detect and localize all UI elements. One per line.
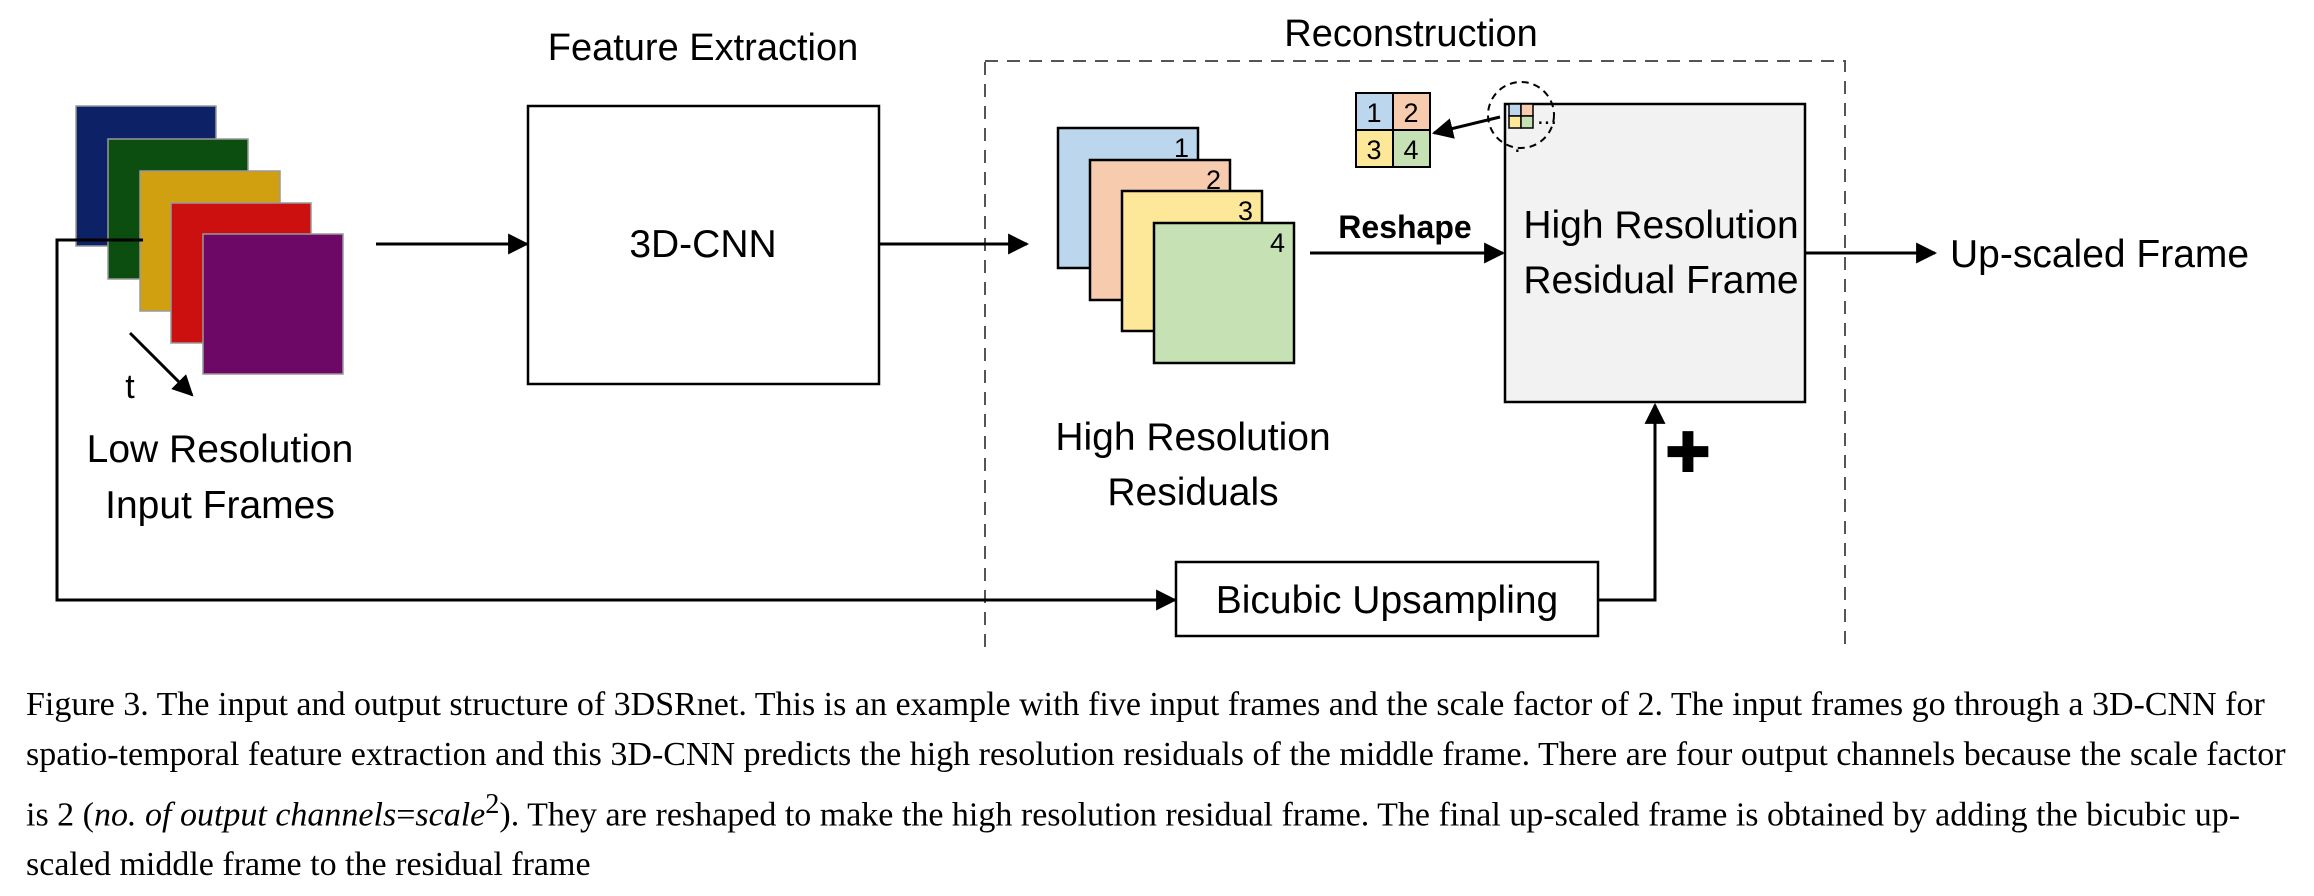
residual-frame-label-line2: Residual Frame <box>1523 259 1798 302</box>
caption-part1: Figure 3. The input and output structure… <box>26 686 2286 834</box>
pixel-cell-1-label: 1 <box>1366 98 1381 128</box>
pixel-cell-4 <box>1392 129 1431 168</box>
reconstruction-title: Reconstruction <box>1284 13 1537 55</box>
caption-part2: ). They are reshaped to make the high re… <box>26 796 2241 884</box>
residual-channel-3-label: 3 <box>1238 196 1253 226</box>
reshape-label: Reshape <box>1338 209 1471 245</box>
time-label: t <box>125 368 135 406</box>
bicubic-box <box>1174 560 1600 638</box>
mini-cell-4 <box>1520 115 1534 129</box>
caption-formula-exp: 2 <box>485 789 500 820</box>
mini-cell-2 <box>1520 103 1534 117</box>
residual-frame-label-line1: High Resolution <box>1523 204 1798 247</box>
mini-pixel-grid <box>1508 103 1534 129</box>
residuals-stack: 1 2 3 4 <box>1056 126 1296 365</box>
mini-cell-1 <box>1508 103 1522 117</box>
plus-icon: ✚ <box>1665 421 1712 484</box>
input-frame-5 <box>202 233 344 375</box>
residual-channel-4 <box>1152 221 1296 365</box>
time-arrow <box>128 331 194 397</box>
output-label: Up-scaled Frame <box>1950 233 2249 276</box>
grid-continuation-dots: ... <box>1537 103 1557 130</box>
caption-formula-eq: = <box>396 796 416 834</box>
input-frames-label-line2: Input Frames <box>105 484 335 527</box>
caption-formula-rhs: scale <box>415 796 486 834</box>
input-frames-label-line1: Low Resolution <box>87 428 354 471</box>
residual-channel-2-label: 2 <box>1206 165 1221 195</box>
pixel-cell-3-label: 3 <box>1366 135 1381 165</box>
pixel-cell-2-label: 2 <box>1403 98 1418 128</box>
residuals-label-line1: High Resolution <box>1055 416 1330 459</box>
residual-channel-4-label: 4 <box>1270 228 1285 258</box>
pixel-grid: 1 2 3 4 <box>1355 92 1431 168</box>
zoom-arrow <box>1431 115 1501 139</box>
zoom-circle <box>1487 81 1555 149</box>
arrow-bicubic-to-residual-frame <box>1598 402 1666 602</box>
caption-formula-lhs: no. of output channels <box>94 796 397 834</box>
skip-connection-path <box>55 238 1178 611</box>
residuals-label-line2: Residuals <box>1107 471 1278 514</box>
grid-continuation-dot-below: . <box>1514 131 1521 158</box>
architecture-diagram: Reconstruction t Low Resolution Input Fr… <box>55 13 2249 650</box>
mini-cell-3 <box>1508 115 1522 129</box>
bicubic-label: Bicubic Upsampling <box>1216 579 1559 622</box>
residual-frame-box <box>1503 102 1807 404</box>
residual-channel-1-label: 1 <box>1174 133 1189 163</box>
feature-extraction-title: Feature Extraction <box>548 27 858 69</box>
cnn-label: 3D-CNN <box>629 223 776 266</box>
pixel-cell-3 <box>1355 129 1394 168</box>
cnn-box <box>526 104 881 386</box>
pixel-cell-4-label: 4 <box>1403 135 1418 165</box>
reconstruction-region <box>984 60 1846 650</box>
figure-caption: Figure 3. The input and output structure… <box>26 680 2288 890</box>
